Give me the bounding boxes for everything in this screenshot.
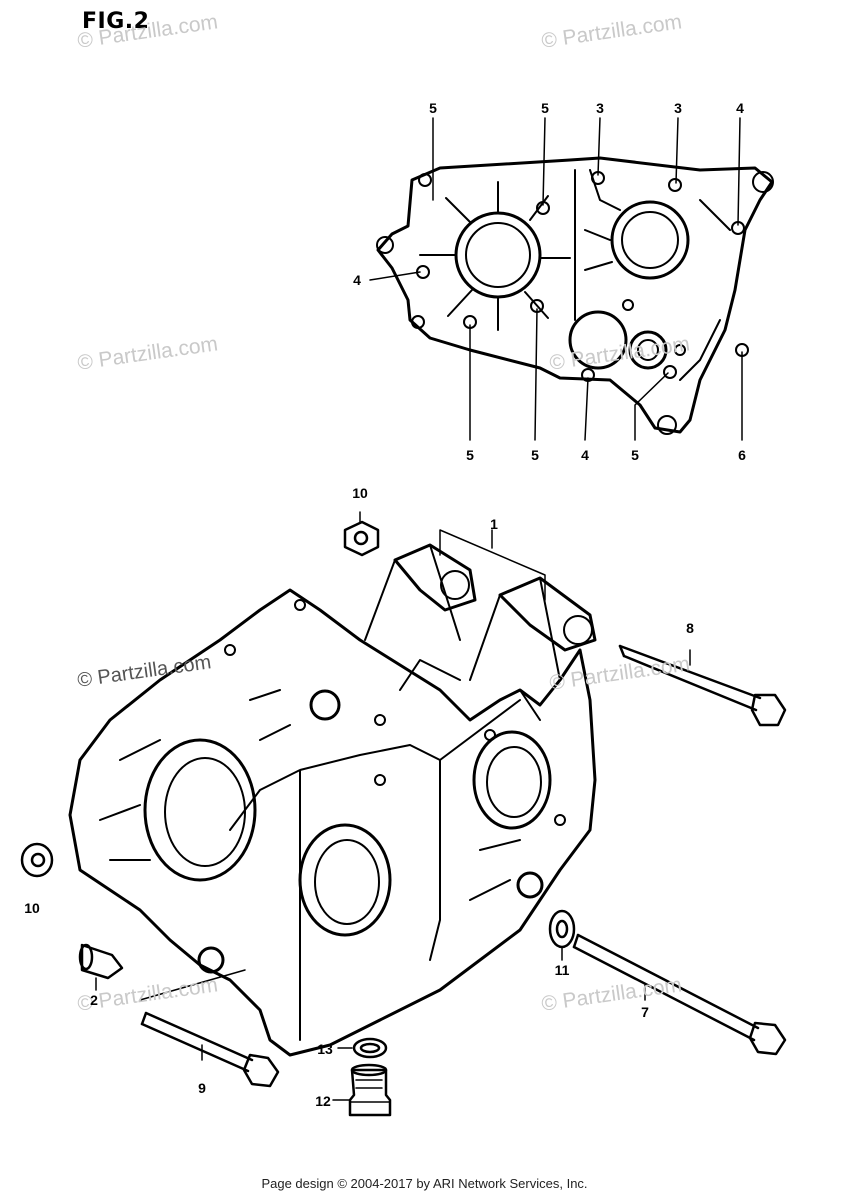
callout-label: 11 xyxy=(554,962,570,978)
callout-label: 5 xyxy=(466,447,474,463)
callout-label: 2 xyxy=(90,992,98,1008)
crankcase-bracket-leader xyxy=(439,529,546,601)
callout-label: 13 xyxy=(317,1041,333,1057)
drain-plug-12 xyxy=(332,1063,392,1117)
callout-label: 4 xyxy=(581,447,589,463)
bolt-9 xyxy=(139,969,280,1088)
washer-11 xyxy=(548,909,576,961)
callout-label: 5 xyxy=(429,100,437,116)
bolt-8 xyxy=(618,644,787,727)
callout-label: 4 xyxy=(353,272,361,288)
callout-label: 5 xyxy=(541,100,549,116)
callout-label: 12 xyxy=(315,1093,331,1109)
bolt-7 xyxy=(572,933,787,1056)
callout-label: 4 xyxy=(736,100,744,116)
crankcase-assembly xyxy=(68,543,597,1057)
callout-label: 9 xyxy=(198,1080,206,1096)
callout-label: 7 xyxy=(641,1004,649,1020)
upper-leader-lines xyxy=(369,117,743,441)
callout-label: 6 xyxy=(738,447,746,463)
callout-label: 3 xyxy=(674,100,682,116)
callout-label: 5 xyxy=(531,447,539,463)
callout-label: 3 xyxy=(596,100,604,116)
cap-nut-10-upper xyxy=(343,511,380,557)
callout-label: 5 xyxy=(631,447,639,463)
callout-label: 10 xyxy=(352,485,368,501)
crankcase-half-detail xyxy=(376,156,774,435)
callout-label: 1 xyxy=(490,516,498,532)
page-footer: Page design © 2004-2017 by ARI Network S… xyxy=(261,1176,588,1191)
callout-label: 10 xyxy=(24,900,40,916)
dowel-pin-2 xyxy=(78,943,124,991)
figure-label: FIG.2 xyxy=(82,9,150,34)
callout-label: 8 xyxy=(686,620,694,636)
o-ring-13 xyxy=(337,1037,388,1059)
cap-nut-10-lower xyxy=(20,842,54,878)
